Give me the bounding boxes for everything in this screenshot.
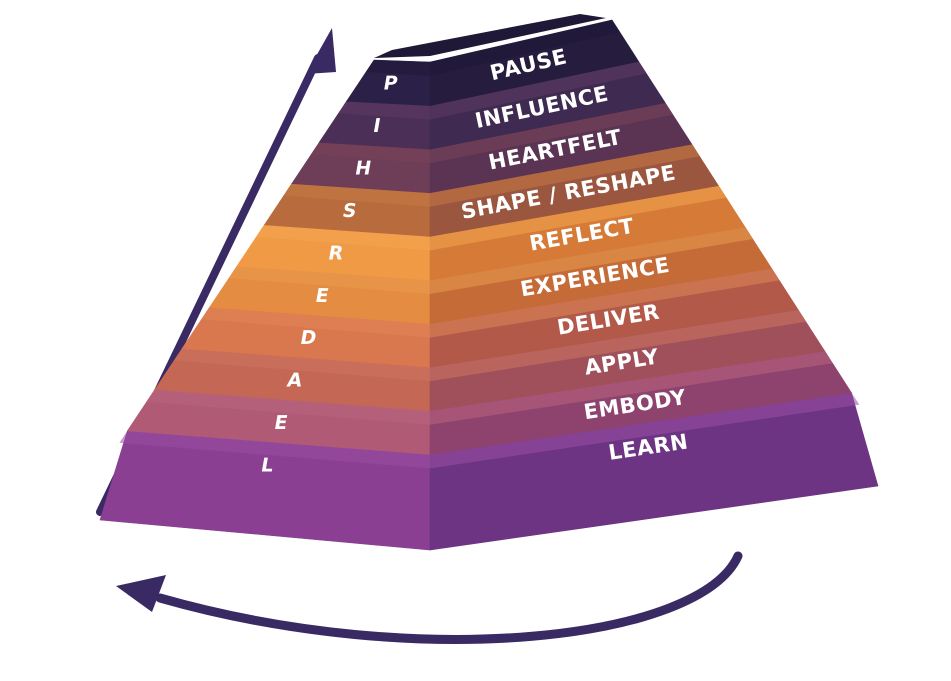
tier-top-bevel	[146, 351, 833, 425]
acronym-letter: H	[353, 157, 373, 180]
return-arrow-head-icon	[116, 575, 166, 612]
tier-top-bevel	[366, 20, 620, 76]
pyramid: LEARNLEMBODYEAPPLYADELIVERDEXPERIENCEERE…	[99, 14, 879, 551]
acronym-letter: E	[314, 284, 331, 307]
pyramid-top-cap	[374, 14, 606, 58]
acronym-letter: A	[285, 369, 304, 392]
acronym-letter: D	[299, 326, 319, 349]
upward-arrow-head-icon	[306, 28, 336, 74]
tier-top-bevel	[229, 227, 753, 294]
acronym-letter: L	[259, 453, 275, 476]
tier-top-bevel	[256, 185, 727, 251]
acronym-letter: P	[382, 72, 400, 95]
tier-top-bevel	[119, 392, 860, 469]
tier-top-bevel	[174, 309, 807, 382]
acronym-letter: S	[341, 199, 359, 222]
acronym-letter: I	[371, 114, 382, 137]
tier-top-bevel	[283, 144, 700, 207]
acronym-letter: E	[272, 411, 289, 434]
tier-top-bevel	[201, 268, 780, 338]
acronym-letter: R	[326, 241, 345, 264]
return-cycle-arrow	[155, 551, 743, 644]
tier-side-face	[429, 19, 640, 106]
tier-top-bevel	[311, 102, 674, 164]
